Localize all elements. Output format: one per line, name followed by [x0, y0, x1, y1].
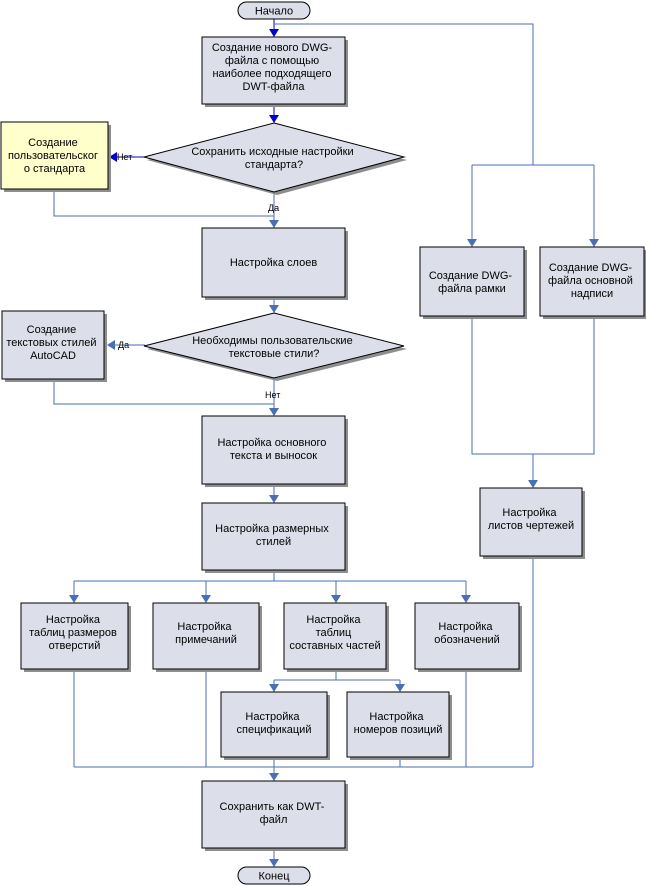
arrow-main-dim — [269, 495, 279, 503]
arrow-to-save — [269, 773, 279, 781]
node-parts-tables: Настройка таблиц составных частей — [283, 602, 389, 672]
edge-frame-down — [471, 316, 595, 455]
node-q-text-styles-text: Необходимы пользовательские текстовые ст… — [192, 335, 356, 360]
node-main-text: Настройка основного текста и выносок — [201, 415, 348, 487]
arrow-q1-yes — [269, 220, 279, 228]
node-frame-dwg: Создание DWG- файла рамки — [419, 246, 527, 319]
node-text-styles-text: Создание текстовых стилей AutoCAD — [6, 324, 99, 362]
node-titleblock-dwg-text: Создание DWG- файла основной надписи — [548, 262, 636, 300]
node-notes: Настройка примечаний — [152, 602, 262, 672]
node-hole-tables-shape — [20, 602, 129, 670]
arrow-to-parts — [331, 595, 341, 603]
arrow-q2-yes — [107, 340, 115, 350]
node-q-keep-settings-shape — [142, 122, 406, 193]
node-frame-dwg-text: Создание DWG- файла рамки — [429, 270, 515, 295]
node-hole-tables-text: Настройка таблиц размеров отверстий — [29, 614, 120, 652]
node-start: Начало — [237, 1, 311, 20]
node-q-text-styles: Необходимы пользовательские текстовые ст… — [143, 312, 407, 381]
node-main-text-text: Настройка основного текста и выносок — [217, 437, 329, 462]
node-dim-styles-shape — [201, 502, 346, 571]
arrow-to-specs — [269, 684, 279, 692]
node-save-dwt-shape — [201, 780, 346, 849]
node-balloons: Настройка номеров позиций — [346, 691, 452, 760]
node-frame-dwg-shape — [419, 246, 525, 317]
node-symbols-shape — [414, 602, 520, 670]
node-q-keep-settings: Сохранить исходные настройки стандарта? — [142, 122, 407, 195]
edge-start-right — [274, 23, 534, 165]
arrow-to-notes — [201, 595, 211, 603]
node-q-text-styles-shape — [143, 312, 405, 379]
node-main-text-shape — [201, 415, 346, 485]
edge-custom-back — [53, 189, 274, 217]
arrow-to-holes — [69, 595, 79, 603]
node-end-text: Конец — [258, 871, 290, 883]
node-create-dwg: Создание нового DWG- файла с помощью наи… — [201, 36, 348, 107]
node-notes-text: Настройка примечаний — [175, 621, 237, 646]
node-end: Конец — [237, 866, 311, 885]
node-custom-standard: Создание пользовательског о стандарта — [0, 121, 111, 192]
arrow-to-symbols — [461, 595, 471, 603]
label-yes-2: Да — [118, 340, 129, 350]
node-start-text: Начало — [255, 6, 293, 18]
node-balloons-shape — [346, 691, 450, 758]
node-custom-standard-text: Создание пользовательског о стандарта — [8, 137, 101, 175]
arrow-create-q1 — [269, 115, 279, 123]
node-layers: Настройка слоев — [201, 227, 348, 300]
arrow-to-titleblock — [589, 239, 599, 247]
label-no-1: Нет — [117, 152, 132, 162]
node-balloons-text: Настройка номеров позиций — [354, 711, 443, 736]
arrow-to-balloons — [395, 684, 405, 692]
node-layers-shape — [201, 227, 346, 298]
node-save-dwt-text: Сохранить как DWT- файл — [220, 801, 328, 826]
node-create-dwg-text: Создание нового DWG- файла с помощью наи… — [212, 42, 335, 93]
label-yes-1: Да — [268, 203, 279, 213]
node-notes-shape — [152, 602, 260, 670]
node-parts-tables-shape — [283, 602, 387, 670]
arrow-to-frame — [467, 239, 477, 247]
node-specs-text: Настройка спецификаций — [237, 711, 312, 736]
node-specs-shape — [220, 691, 328, 758]
arrow-layers-q2 — [269, 305, 279, 313]
node-titleblock-dwg: Создание DWG- файла основной надписи — [539, 246, 646, 319]
node-sheets-text: Настройка листов чертежей — [488, 507, 574, 532]
node-sheets: Настройка листов чертежей — [479, 487, 585, 559]
arrow-q1-no — [109, 152, 117, 162]
arrow-save-end — [269, 859, 279, 867]
node-dim-styles: Настройка размерных стилей — [201, 502, 348, 573]
node-titleblock-dwg-shape — [539, 246, 645, 317]
node-hole-tables: Настройка таблиц размеров отверстий — [20, 602, 131, 672]
node-q-keep-settings-text: Сохранить исходные настройки стандарта? — [191, 146, 356, 171]
node-sheets-shape — [479, 487, 583, 557]
node-text-styles: Создание текстовых стилей AutoCAD — [1, 310, 107, 382]
node-create-dwg-shape — [201, 36, 346, 105]
node-custom-standard-shape — [0, 121, 109, 190]
arrow-start-create — [269, 29, 279, 37]
label-no-2: Нет — [265, 390, 280, 400]
node-start-shape — [237, 1, 311, 20]
connectors — [53, 19, 599, 867]
edge-textstyles-back — [53, 379, 274, 405]
node-text-styles-shape — [1, 310, 105, 380]
node-specs: Настройка спецификаций — [220, 691, 330, 760]
node-save-dwt: Сохранить как DWT- файл — [201, 780, 348, 851]
node-layers-text: Настройка слоев — [230, 257, 317, 269]
node-parts-tables-text: Настройка таблиц составных частей — [289, 614, 380, 652]
arrow-q2-no — [269, 408, 279, 416]
node-dim-styles-text: Настройка размерных стилей — [215, 523, 332, 548]
arrow-merge-sheets — [528, 480, 538, 488]
node-symbols-text: Настройка обозначений — [434, 621, 500, 646]
node-symbols: Настройка обозначений — [414, 602, 522, 672]
node-end-shape — [237, 866, 311, 885]
